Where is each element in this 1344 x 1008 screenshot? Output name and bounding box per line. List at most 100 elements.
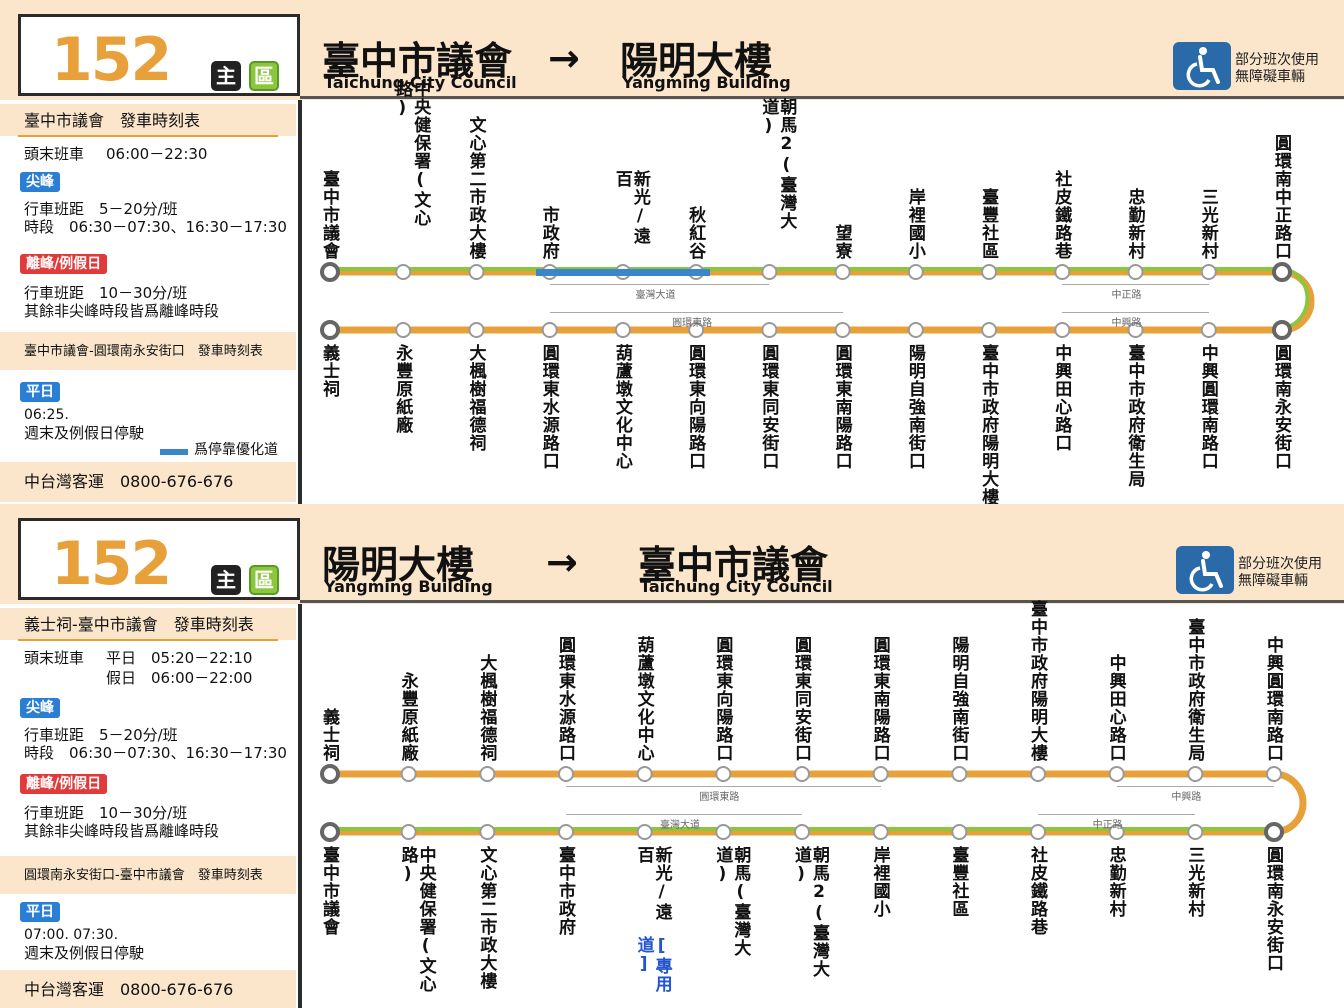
district-tag: 區 bbox=[249, 61, 279, 91]
stop-label-top: 圓環東同安街口 bbox=[791, 636, 811, 762]
offpeak-note: 其餘非尖峰時段皆爲離峰時段 bbox=[24, 302, 220, 320]
road-label-huanhuan-east: 圓環東路 bbox=[699, 792, 740, 803]
stop-marker-bottom bbox=[1030, 824, 1046, 840]
road-label-zhongxing-line bbox=[1116, 786, 1274, 787]
stop-label-top: 朝馬2(臺灣大道) bbox=[758, 98, 797, 230]
stop-label-top: 秋紅谷 bbox=[685, 206, 706, 260]
stop-label-bottom: 大楓樹福德祠 bbox=[465, 344, 486, 452]
stop-marker-bottom bbox=[907, 322, 924, 338]
weekday-times: 06:25. bbox=[24, 407, 69, 423]
stop-label-bottom: 臺中市政府衛生局 bbox=[1124, 344, 1145, 488]
stop-label-top: 臺中市政府衛生局 bbox=[1184, 618, 1205, 762]
wheelchair-icon bbox=[1176, 546, 1234, 594]
sidebar bbox=[0, 100, 300, 504]
stop-label-bottom: 永豐原紙廠 bbox=[392, 344, 413, 434]
accessibility-note: 部分班次使用無障礙車輛 bbox=[1235, 52, 1319, 86]
destination-title-en: Yangming Building bbox=[622, 73, 791, 92]
stop-label-top: 望寮 bbox=[831, 224, 852, 260]
destination-title: 陽明大樓 bbox=[620, 39, 773, 83]
stop-marker-bottom bbox=[1127, 322, 1144, 338]
accessibility-line-1: 部分班次使用 bbox=[1235, 52, 1319, 68]
weekend-note: 週末及例假日停駛 bbox=[24, 424, 145, 442]
stop-marker-bottom bbox=[981, 322, 998, 338]
stop-label-top: 大楓樹福德祠 bbox=[476, 654, 497, 762]
peak-period: 時段 06:30－07:30、16:30－17:30 bbox=[24, 218, 287, 236]
stop-marker-top bbox=[794, 766, 810, 782]
stop-marker-bottom bbox=[1187, 824, 1204, 840]
peak-badge: 尖峰 bbox=[20, 698, 60, 718]
direction-arrow: → bbox=[546, 540, 578, 584]
road-label-zhongzheng: 中正路 bbox=[1092, 820, 1123, 831]
stop-marker-top bbox=[872, 766, 889, 782]
stop-marker-bottom bbox=[951, 824, 968, 840]
stop-label-top: 中興田心路口 bbox=[1105, 654, 1126, 762]
route-line-orange bbox=[330, 770, 1307, 836]
wheelchair-icon bbox=[1173, 42, 1231, 90]
operator-contact: 中台灣客運 0800-676-676 bbox=[24, 472, 234, 491]
stop-marker-bottom bbox=[468, 322, 485, 338]
stop-marker-bottom bbox=[794, 824, 810, 840]
stop-label-bottom: 朝馬2(臺灣大道) bbox=[791, 846, 829, 978]
stop-marker-top bbox=[395, 264, 412, 280]
weekday-badge: 平日 bbox=[20, 902, 60, 922]
stop-label-top: 社皮鐵路巷 bbox=[1051, 170, 1072, 260]
road-label-zhongxing: 中興路 bbox=[1111, 318, 1142, 329]
weekday-times: 07:00. 07:30. bbox=[24, 927, 119, 943]
stop-marker-top bbox=[907, 264, 924, 280]
main-line-tag: 主 bbox=[211, 565, 241, 595]
accessibility-line-2: 無障礙車輛 bbox=[1238, 573, 1308, 589]
origin-title: 陽明大樓 bbox=[322, 543, 475, 587]
road-label-taiwan-blvd: 臺灣大道 bbox=[635, 290, 676, 301]
accessibility-note: 部分班次使用無障礙車輛 bbox=[1238, 556, 1322, 590]
second-schedule-title: 圓環南永安街口-臺中市議會 發車時刻表 bbox=[24, 868, 263, 883]
road-label-zhongzheng: 中正路 bbox=[1111, 290, 1142, 301]
stop-marker-top bbox=[558, 766, 574, 782]
stop-label-top: 臺中市政府陽明大樓 bbox=[1027, 600, 1047, 762]
stop-marker-top bbox=[468, 264, 485, 280]
route-line-orange bbox=[330, 268, 1315, 334]
stop-marker-bottom bbox=[1264, 822, 1284, 842]
stop-label-bottom: 臺中市政府 bbox=[555, 846, 575, 936]
stop-label-top: 圓環東水源路口 bbox=[555, 636, 575, 762]
stop-marker-top bbox=[1200, 264, 1217, 280]
stop-marker-bottom bbox=[1054, 322, 1071, 338]
stop-marker-top bbox=[320, 262, 340, 282]
stop-marker-bottom bbox=[1200, 322, 1217, 338]
stop-label-top: 岸裡國小 bbox=[904, 188, 925, 260]
stop-marker-bottom bbox=[320, 822, 340, 842]
stop-label-top: 圓環南中正路口 bbox=[1271, 134, 1291, 260]
stop-label-bottom: 中興田心路口 bbox=[1051, 344, 1072, 452]
stop-label-bottom: 臺中市政府陽明大樓 bbox=[978, 344, 999, 506]
peak-badge: 尖峰 bbox=[20, 172, 60, 192]
stop-marker-bottom bbox=[541, 322, 558, 338]
stop-marker-top bbox=[1054, 264, 1071, 280]
road-label-huanhuan-east: 圓環東路 bbox=[672, 318, 713, 329]
accessibility-line-1: 部分班次使用 bbox=[1238, 556, 1322, 572]
stop-label-bottom: 中興圓環南路口 bbox=[1197, 344, 1218, 470]
road-label-zhongzheng-line bbox=[1062, 284, 1209, 285]
stop-marker-top bbox=[981, 264, 998, 280]
operator-contact: 中台灣客運 0800-676-676 bbox=[24, 980, 234, 999]
stop-label-bottom: 岸裡國小 bbox=[869, 846, 890, 918]
stop-label-top: 陽明自強南街口 bbox=[948, 636, 969, 762]
header-divider bbox=[300, 96, 1344, 99]
second-schedule-strip bbox=[0, 332, 296, 370]
stop-marker-top bbox=[1030, 766, 1046, 782]
road-label-zhongxing-line bbox=[1062, 312, 1209, 313]
peak-interval: 行車班距 5－20分/班 bbox=[24, 200, 178, 218]
stop-marker-top bbox=[761, 264, 778, 280]
stop-label-bottom: 葫蘆墩文化中心 bbox=[611, 344, 632, 470]
stop-label-bottom: 新光/遠百 bbox=[633, 846, 672, 921]
stop-marker-bottom bbox=[614, 322, 631, 338]
stop-marker-top bbox=[1108, 766, 1125, 782]
first-last-weekday: 平日 05:20－22:10 bbox=[106, 649, 253, 667]
offpeak-note: 其餘非尖峰時段皆爲離峰時段 bbox=[24, 822, 220, 840]
offpeak-interval: 行車班距 10－30分/班 bbox=[24, 284, 188, 302]
stop-label-top: 臺豐社區 bbox=[978, 188, 999, 260]
stop-label-bottom: 義士祠 bbox=[319, 344, 339, 398]
offpeak-badge: 離峰/例假日 bbox=[20, 774, 108, 794]
stop-label-top: 中興圓環南路口 bbox=[1263, 636, 1283, 762]
